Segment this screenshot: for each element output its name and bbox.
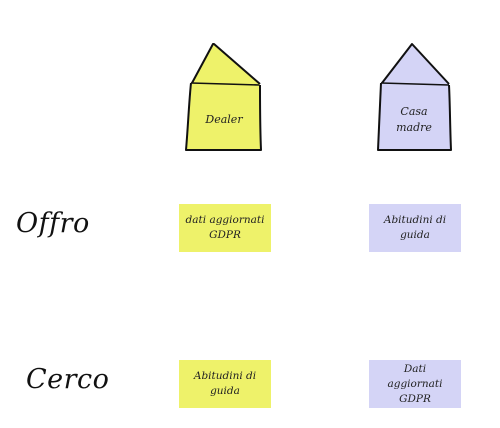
- note-offro-dealer-line1: dati aggiornati: [185, 214, 265, 226]
- house-casa-madre-label-line2: madre: [396, 121, 432, 134]
- note-cerco-dealer-line2: guida: [210, 385, 240, 397]
- note-cerco-casa-madre-line1: Dati aggiornati: [387, 362, 443, 390]
- house-casa-madre-shape: [377, 43, 452, 151]
- house-casa-madre[interactable]: Casa madre: [372, 42, 456, 154]
- note-offro-dealer[interactable]: dati aggiornati GDPR: [179, 204, 271, 252]
- note-cerco-casa-madre[interactable]: Dati aggiornati GDPR: [369, 360, 461, 408]
- row-label-offro: Offro: [16, 208, 90, 239]
- house-casa-madre-label: Casa madre: [384, 104, 444, 136]
- house-dealer[interactable]: Dealer: [182, 42, 266, 154]
- note-offro-casa-madre[interactable]: Abitudini di guida: [369, 204, 461, 252]
- house-casa-madre-label-line1: Casa: [400, 105, 428, 118]
- note-offro-dealer-line2: GDPR: [209, 229, 241, 241]
- house-dealer-shape: [185, 43, 262, 151]
- house-dealer-label: Dealer: [205, 113, 243, 126]
- note-offro-casa-madre-line1: Abitudini di: [383, 214, 447, 226]
- note-cerco-casa-madre-line2: GDPR: [399, 392, 431, 405]
- note-cerco-dealer[interactable]: Abitudini di guida: [179, 360, 271, 408]
- note-cerco-dealer-line1: Abitudini di: [193, 370, 257, 382]
- note-offro-casa-madre-line2: guida: [400, 229, 430, 241]
- row-label-cerco: Cerco: [26, 364, 110, 395]
